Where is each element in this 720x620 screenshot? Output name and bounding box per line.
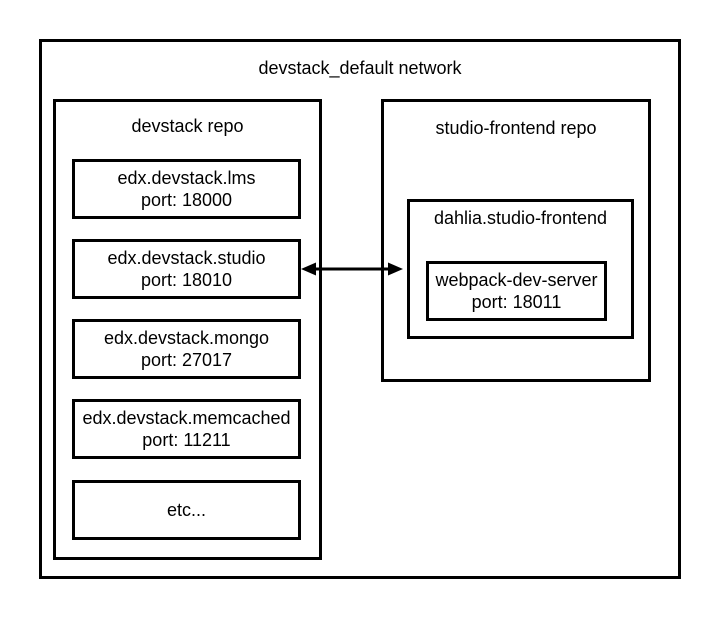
bidirectional-arrow [301,262,403,276]
service-name: edx.devstack.studio [107,248,266,268]
service-port: port: 11211 [142,430,231,450]
devstack-repo-label: devstack repo [131,116,244,136]
service-box-studio: edx.devstack.studio port: 18010 [72,239,301,299]
service-port: port: 18011 [471,292,562,312]
service-name: etc... [166,500,206,520]
service-port: port: 18000 [140,190,233,210]
service-name: edx.devstack.mongo [103,328,270,348]
network-label: devstack_default network [258,58,462,78]
service-name: edx.devstack.memcached [82,408,291,428]
service-box-memcached: edx.devstack.memcached port: 11211 [72,399,301,459]
service-box-mongo: edx.devstack.mongo port: 27017 [72,319,301,379]
service-box-etc: etc... [72,480,301,540]
service-name: edx.devstack.lms [117,168,256,188]
service-box-lms: edx.devstack.lms port: 18000 [72,159,301,219]
service-box-webpack-dev-server: webpack-dev-server port: 18011 [426,261,607,321]
service-name: webpack-dev-server [435,270,598,290]
dahlia-container-label: dahlia.studio-frontend [433,208,608,228]
service-port: port: 18010 [140,270,233,290]
service-port: port: 27017 [140,350,233,370]
studio-frontend-repo-label: studio-frontend repo [435,118,597,138]
